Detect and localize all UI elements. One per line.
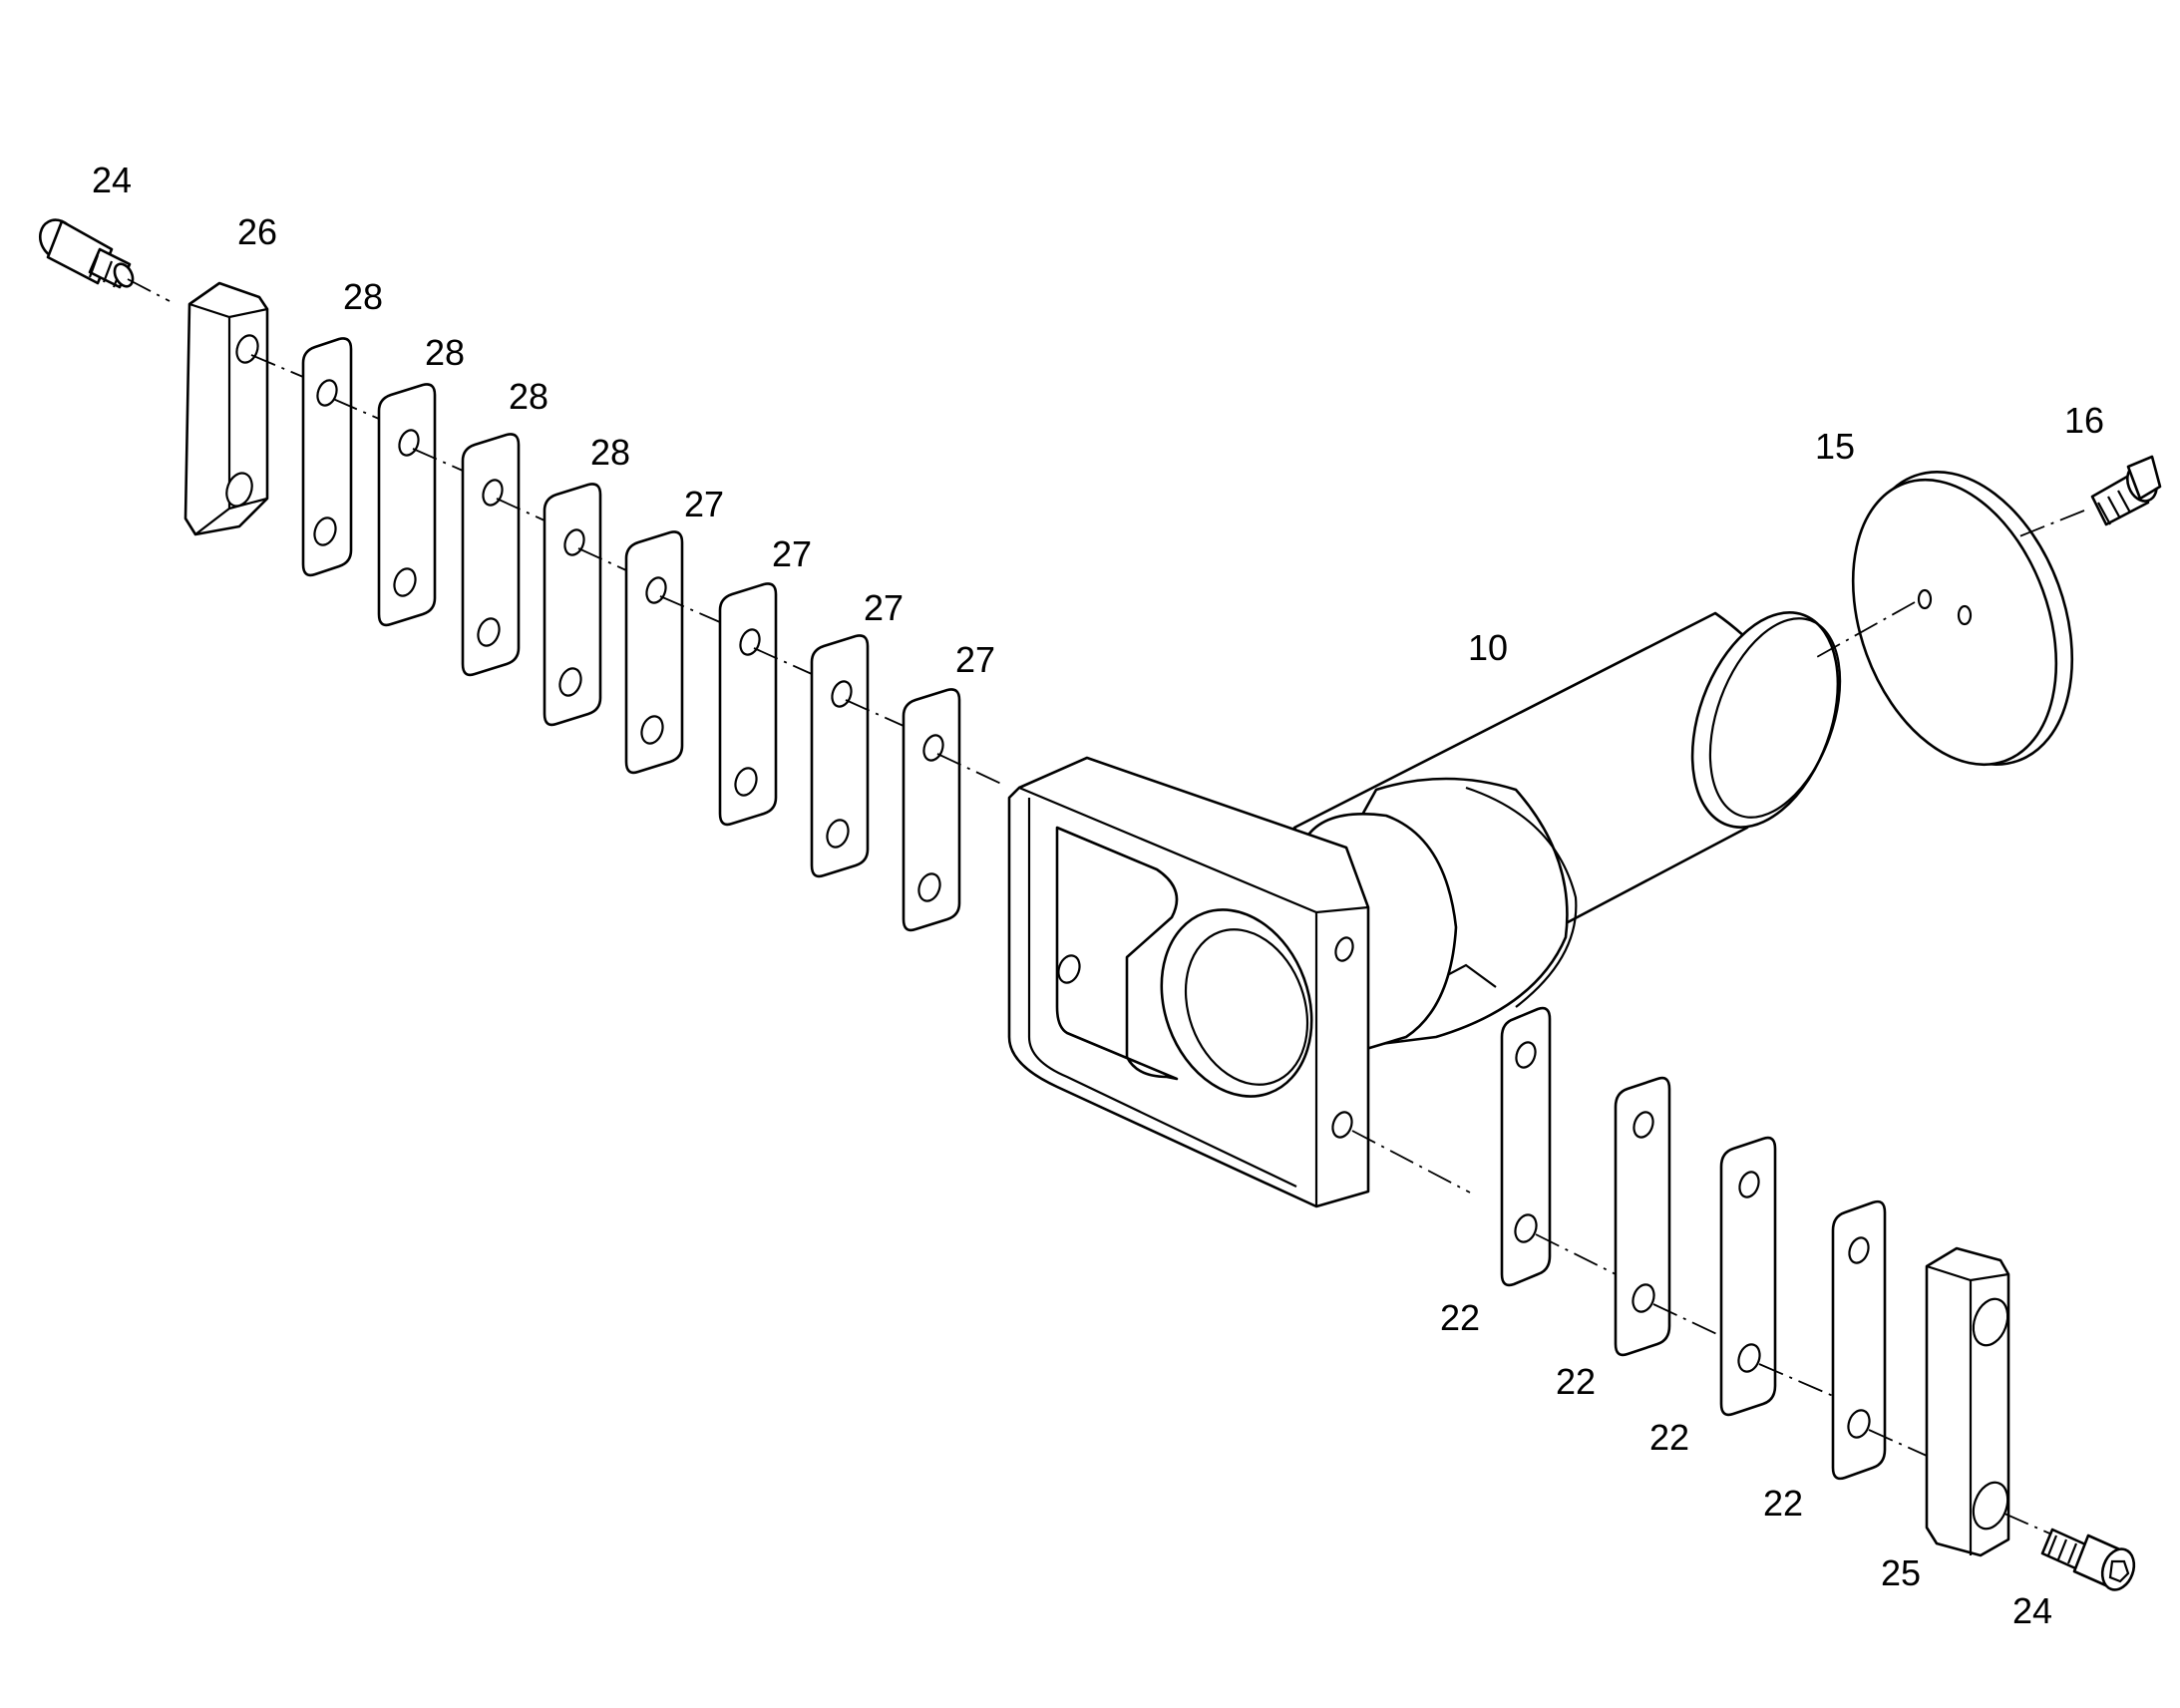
shim-28-3 bbox=[461, 433, 521, 677]
shim-22-4 bbox=[1831, 1199, 1887, 1481]
shim-22-2 bbox=[1614, 1076, 1671, 1357]
shim-27-3 bbox=[810, 634, 870, 878]
callout-22-2: 22 bbox=[1556, 1361, 1596, 1402]
callout-27-1: 27 bbox=[684, 484, 724, 524]
screw-24-top bbox=[38, 218, 135, 289]
screw-24-bottom bbox=[2040, 1528, 2136, 1591]
callout-27-2: 27 bbox=[772, 533, 812, 574]
axis-upper-shims bbox=[250, 354, 1002, 785]
shim-28-1 bbox=[301, 337, 353, 577]
callout-10: 10 bbox=[1468, 627, 1508, 668]
shim-27-1 bbox=[624, 530, 684, 775]
shim-27-4 bbox=[902, 688, 961, 932]
shim-28-4 bbox=[543, 483, 602, 727]
callout-15: 15 bbox=[1815, 426, 1855, 467]
axis-cover-to-cylinder bbox=[1814, 601, 1916, 659]
callout-22-4: 22 bbox=[1763, 1483, 1803, 1524]
axis-housing-to-lower-shims bbox=[1351, 1130, 1471, 1194]
cover-disc-15 bbox=[1851, 470, 2074, 767]
shim-22-1 bbox=[1500, 1006, 1552, 1287]
callout-27-3: 27 bbox=[864, 587, 904, 628]
shim-28-2 bbox=[377, 383, 437, 627]
block-26 bbox=[183, 281, 269, 536]
callout-24-top: 24 bbox=[92, 160, 132, 200]
shim-27-2 bbox=[718, 582, 778, 827]
callout-22-3: 22 bbox=[1649, 1417, 1689, 1458]
callout-16: 16 bbox=[2064, 400, 2104, 441]
callout-27-4: 27 bbox=[955, 639, 995, 680]
axis-screw-to-block bbox=[127, 278, 171, 302]
flange-housing bbox=[1007, 756, 1370, 1208]
callout-28-2: 28 bbox=[425, 332, 465, 373]
axis-screw-to-cover bbox=[2013, 510, 2085, 539]
axis-lower-shims bbox=[1535, 1233, 2055, 1537]
callout-28-1: 28 bbox=[343, 276, 383, 317]
callout-26: 26 bbox=[237, 211, 277, 252]
screw-16 bbox=[2090, 455, 2162, 526]
callout-22-1: 22 bbox=[1440, 1297, 1480, 1338]
callout-28-3: 28 bbox=[509, 376, 548, 417]
callout-25: 25 bbox=[1881, 1552, 1921, 1593]
block-25 bbox=[1925, 1246, 2010, 1557]
motor-cylinder-10 bbox=[1292, 611, 1842, 1051]
callout-28-4: 28 bbox=[590, 432, 630, 473]
shim-22-3 bbox=[1719, 1136, 1777, 1417]
callout-24-bottom: 24 bbox=[2012, 1590, 2052, 1631]
